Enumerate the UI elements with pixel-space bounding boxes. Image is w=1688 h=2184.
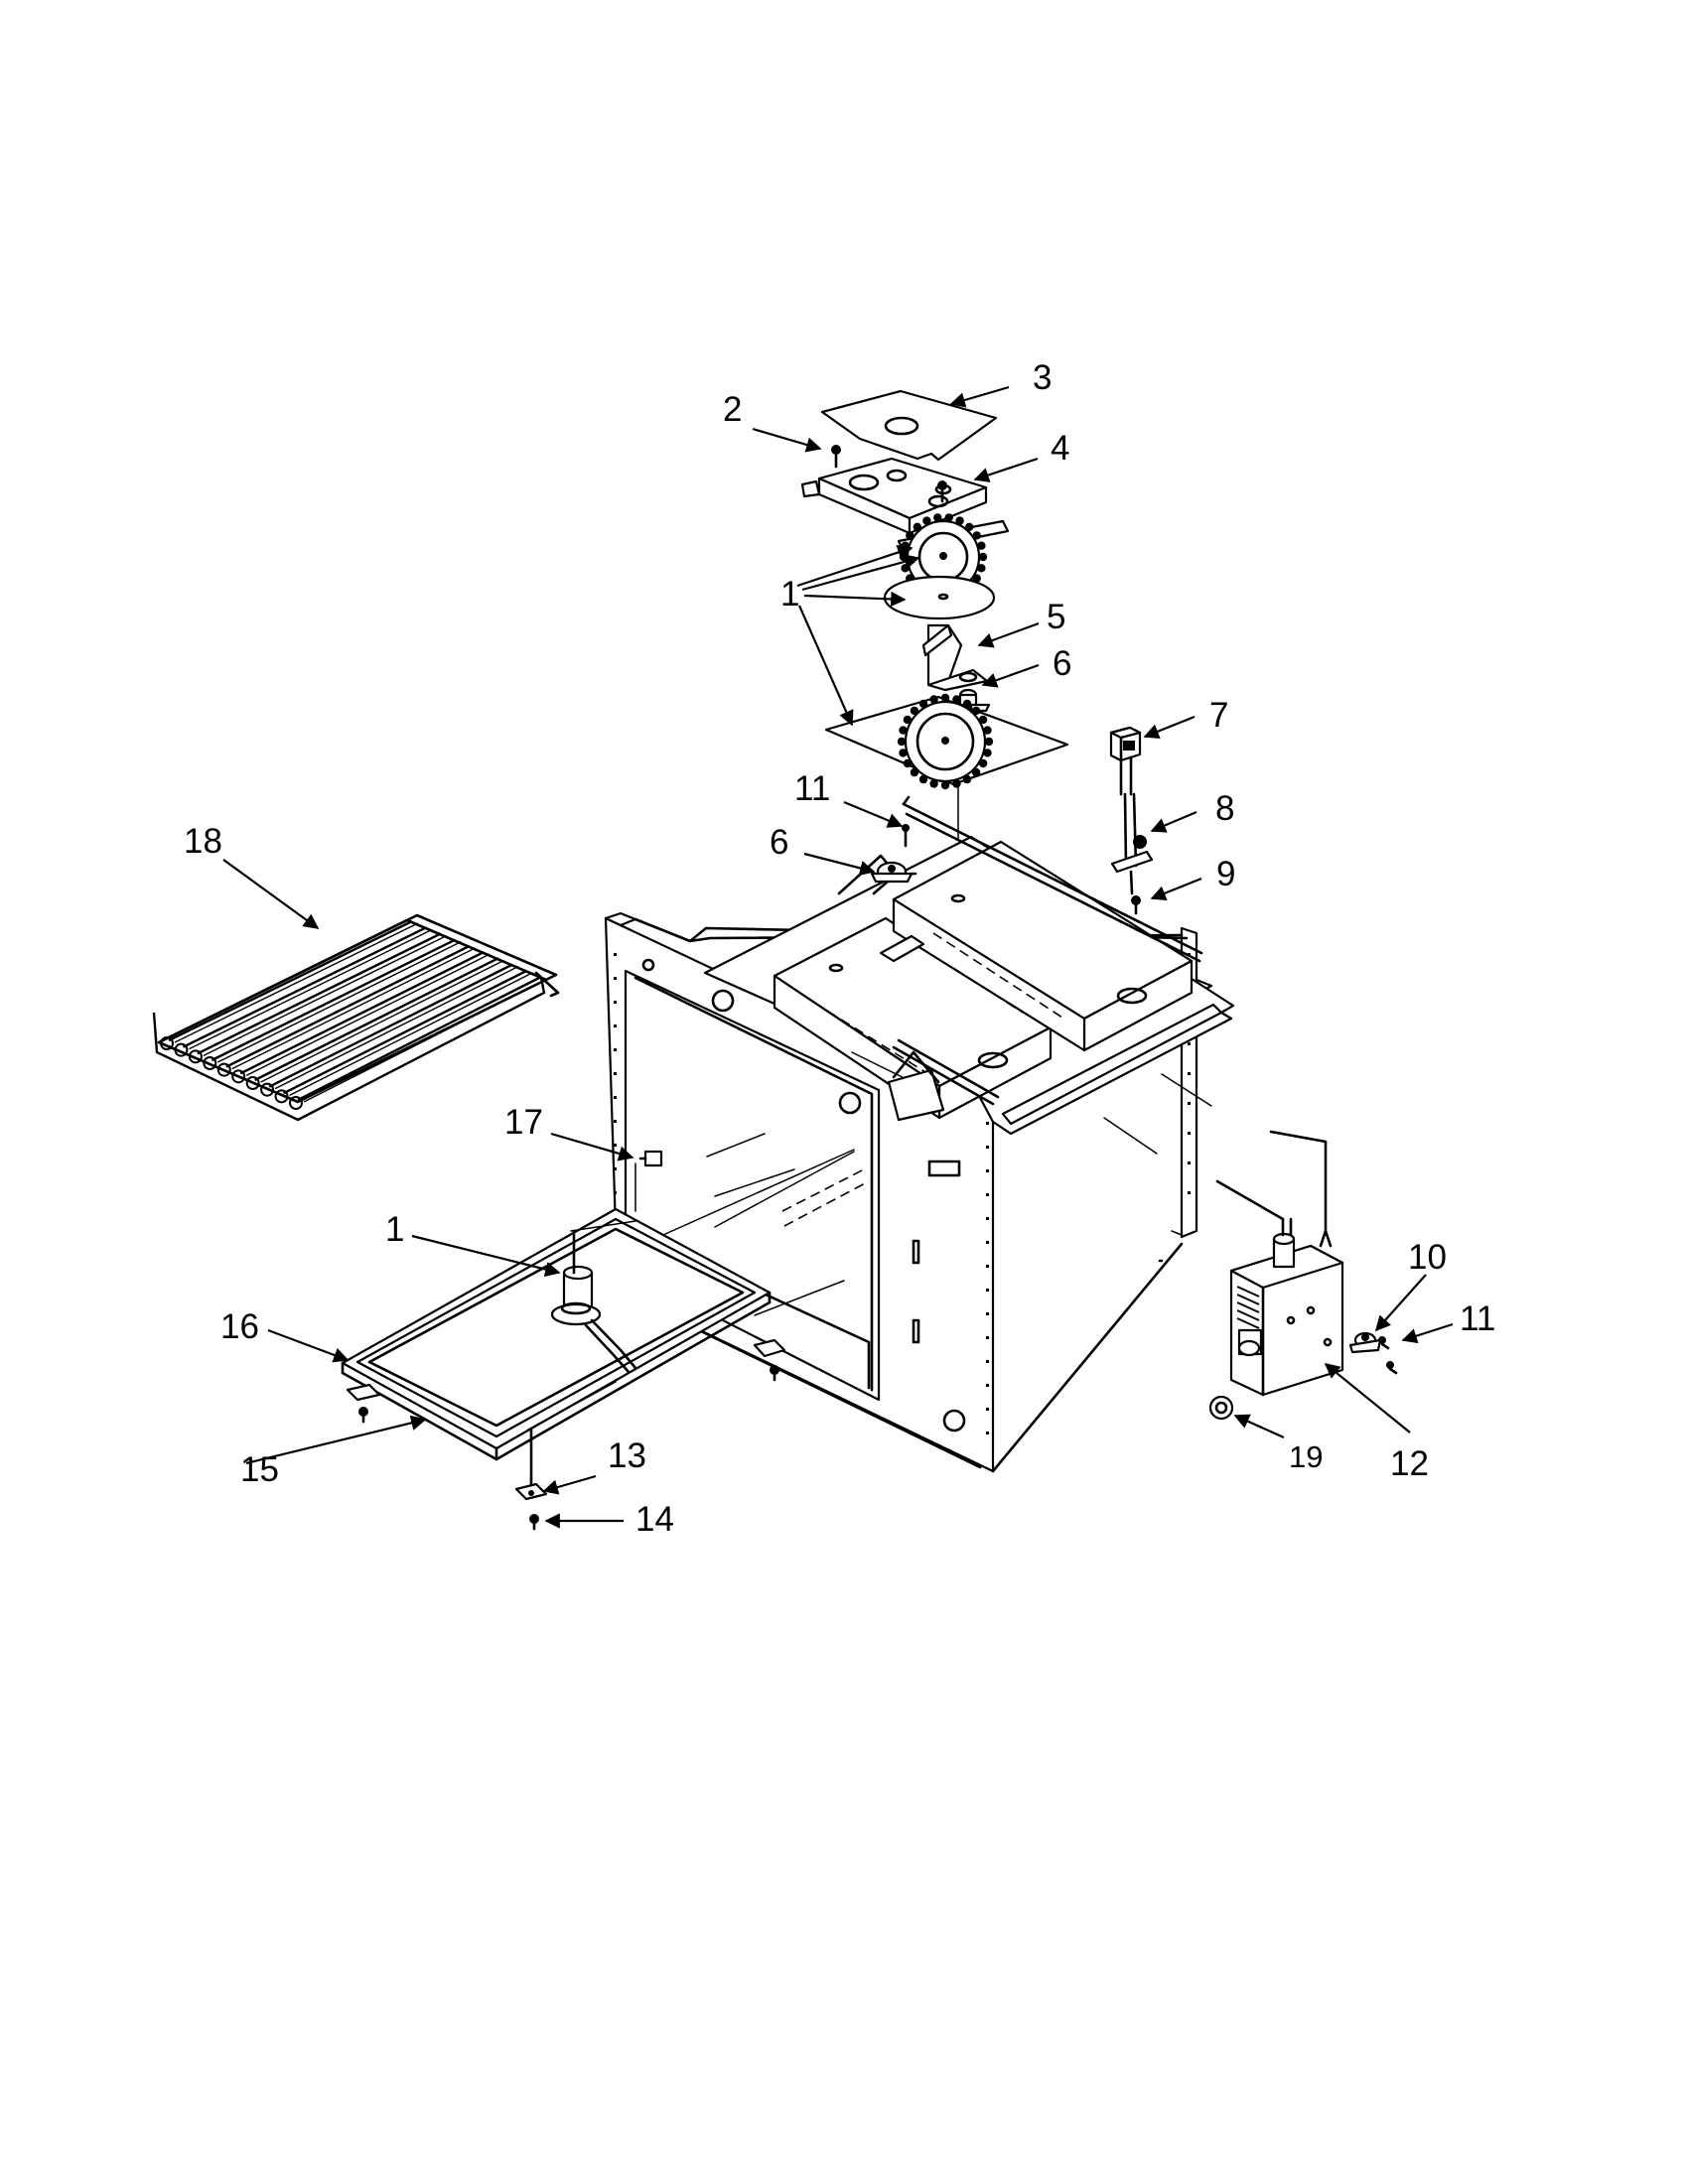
callout-11-top: 11 — [794, 769, 830, 808]
screw-11-right — [1378, 1336, 1398, 1375]
callout-12: 12 — [1390, 1444, 1429, 1483]
bolt-17 — [634, 1150, 663, 1212]
magnetron-12 — [1215, 1130, 1344, 1397]
oven-rack — [152, 913, 560, 1122]
screw-4 — [937, 480, 947, 503]
probe-8 — [1110, 792, 1154, 895]
screw-2 — [831, 445, 841, 469]
callout-11-right: 11 — [1460, 1299, 1495, 1338]
screw-9 — [1131, 895, 1141, 915]
callout-1-left: 1 — [385, 1210, 404, 1249]
callout-18: 18 — [184, 822, 222, 861]
callout-6-mid: 6 — [770, 823, 788, 862]
callout-5: 5 — [1047, 598, 1065, 636]
callout-19: 19 — [1289, 1439, 1323, 1474]
callout-8: 8 — [1215, 789, 1234, 828]
callout-17: 17 — [504, 1103, 543, 1142]
callout-13: 13 — [608, 1436, 646, 1475]
connector-7 — [1109, 726, 1142, 796]
callout-10: 10 — [1408, 1238, 1447, 1277]
callout-1-top: 1 — [780, 575, 799, 614]
callout-7: 7 — [1209, 696, 1228, 735]
callout-14: 14 — [635, 1500, 674, 1539]
callout-6-top: 6 — [1053, 644, 1071, 683]
antenna-1 — [550, 1220, 637, 1374]
gasket-19 — [1208, 1395, 1234, 1421]
callout-4: 4 — [1051, 429, 1069, 468]
stirrer-disc — [883, 575, 996, 620]
callout-2: 2 — [723, 390, 742, 429]
stirrer-plate-lower — [824, 693, 1069, 790]
callout-9: 9 — [1216, 855, 1235, 893]
motor-bracket-5 — [921, 623, 989, 692]
callout-3: 3 — [1033, 358, 1052, 397]
bracket-13 — [514, 1428, 548, 1501]
thermostat-6-mid — [870, 861, 914, 884]
screw-11-top — [902, 824, 910, 848]
thermostat-10 — [1348, 1331, 1382, 1354]
top-cover-plate — [820, 389, 998, 462]
bottom-tray — [341, 1207, 772, 1461]
callout-labels: 3 2 4 1 5 6 7 11 8 18 6 9 17 10 1 16 11 … — [184, 358, 1495, 1539]
screw-14 — [529, 1514, 539, 1531]
waveguide-assembly — [703, 835, 1235, 1136]
foot-right — [753, 1338, 786, 1382]
leader-arrows — [222, 385, 1454, 1529]
callout-15: 15 — [240, 1450, 279, 1489]
callout-16: 16 — [220, 1307, 259, 1346]
foot-left — [346, 1383, 381, 1424]
